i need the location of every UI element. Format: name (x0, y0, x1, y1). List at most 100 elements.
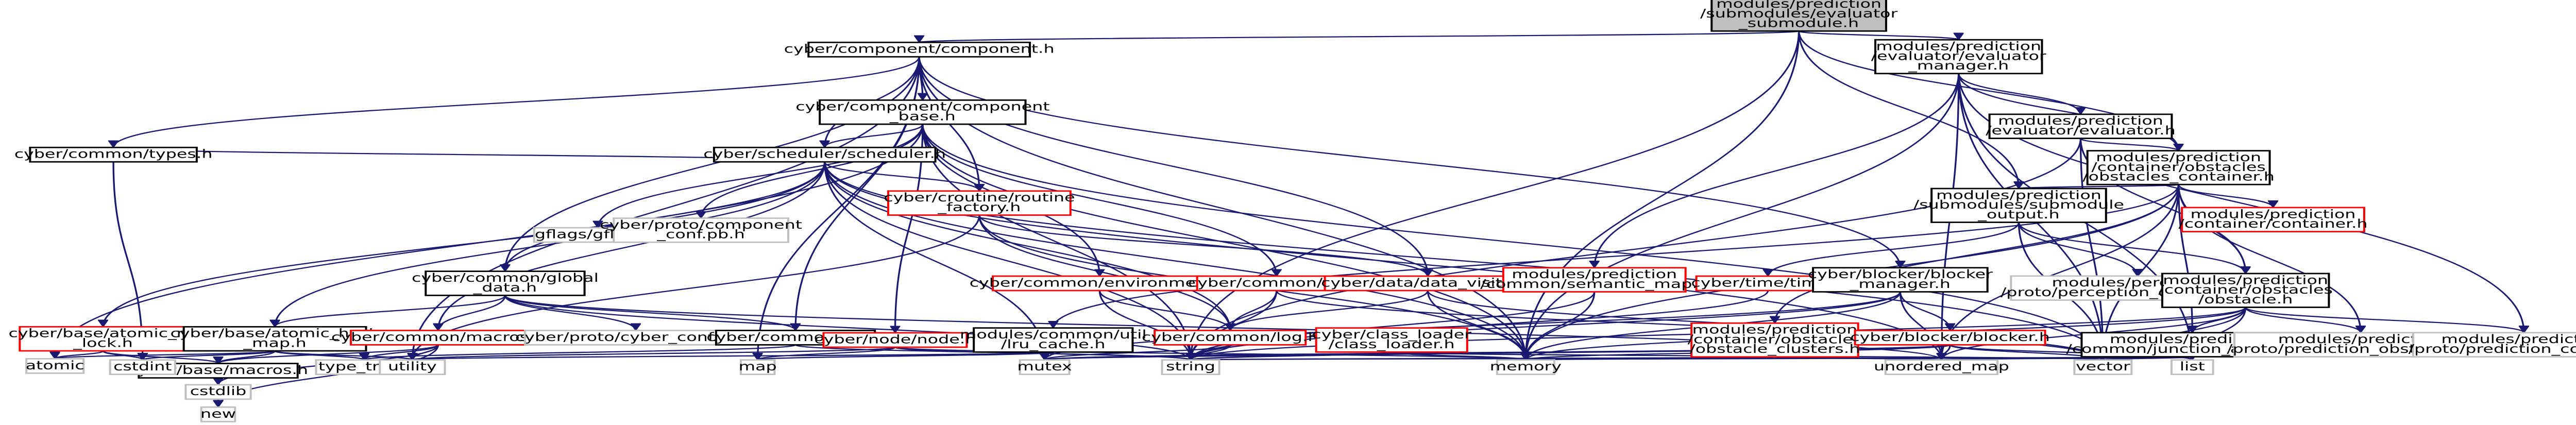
edge-evaluator-to-obs_container (2079, 138, 2178, 151)
edge-comp_h-to-global_data (505, 57, 920, 271)
edge-class_loader-to-string (1191, 351, 1393, 361)
node-label-line: _data.h (473, 280, 537, 294)
node-blocker_mgr[interactable]: cyber/blocker/blocker_manager.h (1808, 267, 1993, 293)
node-label-line: cyber/common/log.h (1142, 330, 1319, 344)
node-label-line: _map.h (243, 336, 307, 350)
node-obs_container[interactable]: modules/prediction/container/obstacles/o… (2082, 150, 2275, 185)
edge-blocker_mgr-to-string (1191, 292, 1902, 360)
node-label-line: cyber/node/node.h (814, 332, 976, 346)
node-sched[interactable]: cyber/scheduler/scheduler.h (703, 146, 946, 163)
node-comp_h[interactable]: cyber/component/component.h (784, 41, 1055, 58)
node-sub_output[interactable]: modules/prediction/submodules/submodule_… (1913, 188, 2124, 223)
node-global_data[interactable]: cyber/common/global_data.h (412, 270, 599, 296)
node-label-line: cstdint (113, 359, 172, 373)
node-mutex: mutex (1017, 359, 1072, 376)
node-label-line: list (2180, 359, 2205, 373)
node-eval_mgr[interactable]: modules/prediction/evaluator/evaluator_m… (1871, 39, 2046, 75)
node-box (25, 358, 85, 374)
edge-comp_base-to-vector (922, 124, 2103, 360)
node-comp_base[interactable]: cyber/component/component_base.h (795, 99, 1049, 125)
node-label-line: cyber/common/global (412, 270, 599, 284)
node-string: string (1161, 359, 1221, 376)
node-box (713, 146, 937, 163)
edge-sched-to-atomic_hash (275, 162, 826, 327)
edge-global_data-to-string (504, 295, 1191, 360)
node-label-line: /submodules/evaluator (1700, 6, 1897, 20)
node-label-line: cyber/blocker/blocker.h (1850, 330, 2050, 344)
edge-rt_cache-to-utility (412, 351, 1054, 361)
node-atomic: atomic (25, 358, 85, 374)
node-vector: vector (2073, 359, 2133, 376)
node-label-line: modules/prediction (1512, 267, 1677, 281)
node-log_h[interactable]: cyber/common/log.h (1142, 330, 1319, 346)
node-box (29, 146, 198, 163)
edge-sub_output-to-time_h (1768, 222, 2020, 277)
node-obstacle_h[interactable]: modules/prediction/container/obstacles/o… (2158, 273, 2333, 308)
node-box (1854, 330, 2046, 346)
node-environment[interactable]: cyber/common/environment.h (970, 275, 1230, 292)
node-box (1315, 327, 1468, 353)
edge-log_h-to-mutex (1045, 344, 1231, 361)
node-label-line: utility (388, 359, 437, 373)
node-root[interactable]: modules/prediction/submodules/evaluator_… (1700, 0, 1897, 32)
node-label-line: new (200, 406, 236, 420)
edge-comp_h-to-types (113, 57, 920, 148)
edge-macros_common-to-base_macros (218, 344, 439, 364)
node-label-line: _submodule.h (1738, 16, 1859, 30)
edge-comp_base-to-comp_conf (701, 124, 924, 218)
edge-obs_container-to-rt_cache (1053, 184, 2180, 328)
node-label-line: map (739, 359, 777, 373)
edge-root-to-string (1191, 31, 1800, 360)
node-macros_common[interactable]: cyber/common/macros.h (331, 330, 545, 346)
edge-environment-to-string (1098, 290, 1191, 360)
edge-obs_container-to-pred_container (2177, 184, 2273, 208)
node-label-line: /evaluator/evaluator (1871, 49, 2046, 63)
node-data_visitor[interactable]: cyber/data/data_visitor.h (1321, 275, 1534, 292)
node-evaluator[interactable]: modules/prediction/evaluator/evaluator.h (1986, 113, 2176, 139)
node-label-line: modules/common/util (960, 327, 1147, 341)
node-label-line: modules/prediction (1876, 39, 2041, 53)
node-label-line: /common/semantic_map.h (1480, 277, 1708, 291)
node-box (2181, 207, 2365, 233)
node-label-line: cyber/class_loader (1312, 327, 1471, 341)
edge-sub_output-to-obstacle_h (2018, 222, 2245, 274)
node-rt_cache[interactable]: modules/common/util/lru_cache.h (960, 327, 1147, 353)
node-routine_factory[interactable]: cyber/croutine/routine_factory.h (884, 190, 1075, 216)
edge-atomic_hash-to-utility (274, 350, 413, 361)
edge-comp_h-to-data_visitor (918, 57, 1428, 276)
node-label-line: cstdlib (190, 384, 247, 398)
node-box (822, 332, 968, 348)
node-class_loader[interactable]: cyber/class_loader/class_loader.h (1312, 327, 1471, 353)
node-label-line: cyber/component/component.h (784, 42, 1055, 56)
node-label-line: /container/obstacles (2158, 283, 2332, 297)
node-types[interactable]: cyber/common/types.h (14, 146, 213, 163)
node-label-line: modules/prediction (2096, 150, 2261, 164)
node-box (2161, 273, 2330, 308)
node-node_h[interactable]: cyber/node/node.h (814, 332, 976, 348)
node-list: list (2170, 359, 2214, 376)
node-label-line: cyber/scheduler/scheduler.h (703, 147, 946, 161)
node-pred_container[interactable]: modules/prediction/container/container.h (2178, 207, 2368, 233)
node-label-line: /obstacle.h (2198, 292, 2293, 306)
edge-global_data-to-macros_common (438, 295, 506, 331)
edge-environment-to-log_h (1098, 290, 1230, 331)
node-box (1988, 113, 2173, 139)
nodes-layer: modules/prediction/submodules/evaluator_… (9, 0, 2576, 422)
node-semantic_map[interactable]: modules/prediction/common/semantic_map.h (1480, 267, 1708, 293)
node-label-line: modules/prediction (1936, 188, 2102, 202)
node-atomic_rw_lock[interactable]: cyber/base/atomic_rw_lock.h (9, 326, 198, 352)
node-box (2170, 359, 2214, 376)
node-label-line: vector (2076, 359, 2130, 373)
edge-node_h-to-map (758, 346, 896, 361)
node-obs_clusters[interactable]: modules/prediction/container/obstacles/o… (1688, 322, 1862, 358)
edge-obstacle_h-to-pred_conf_pb (2244, 307, 2524, 333)
node-box (1161, 359, 1221, 376)
node-box (425, 270, 586, 296)
node-label-line: /proto/prediction_conf.pb.h (2409, 342, 2576, 355)
edge-evaluator-to-vector (2079, 138, 2103, 360)
node-new: new (200, 406, 236, 422)
node-blocker_h[interactable]: cyber/blocker/blocker.h (1850, 330, 2050, 346)
node-label-line: string (1166, 359, 1215, 373)
edge-global_data-to-cyber_conf (504, 295, 635, 331)
node-cstdlib: cstdlib (184, 384, 252, 400)
